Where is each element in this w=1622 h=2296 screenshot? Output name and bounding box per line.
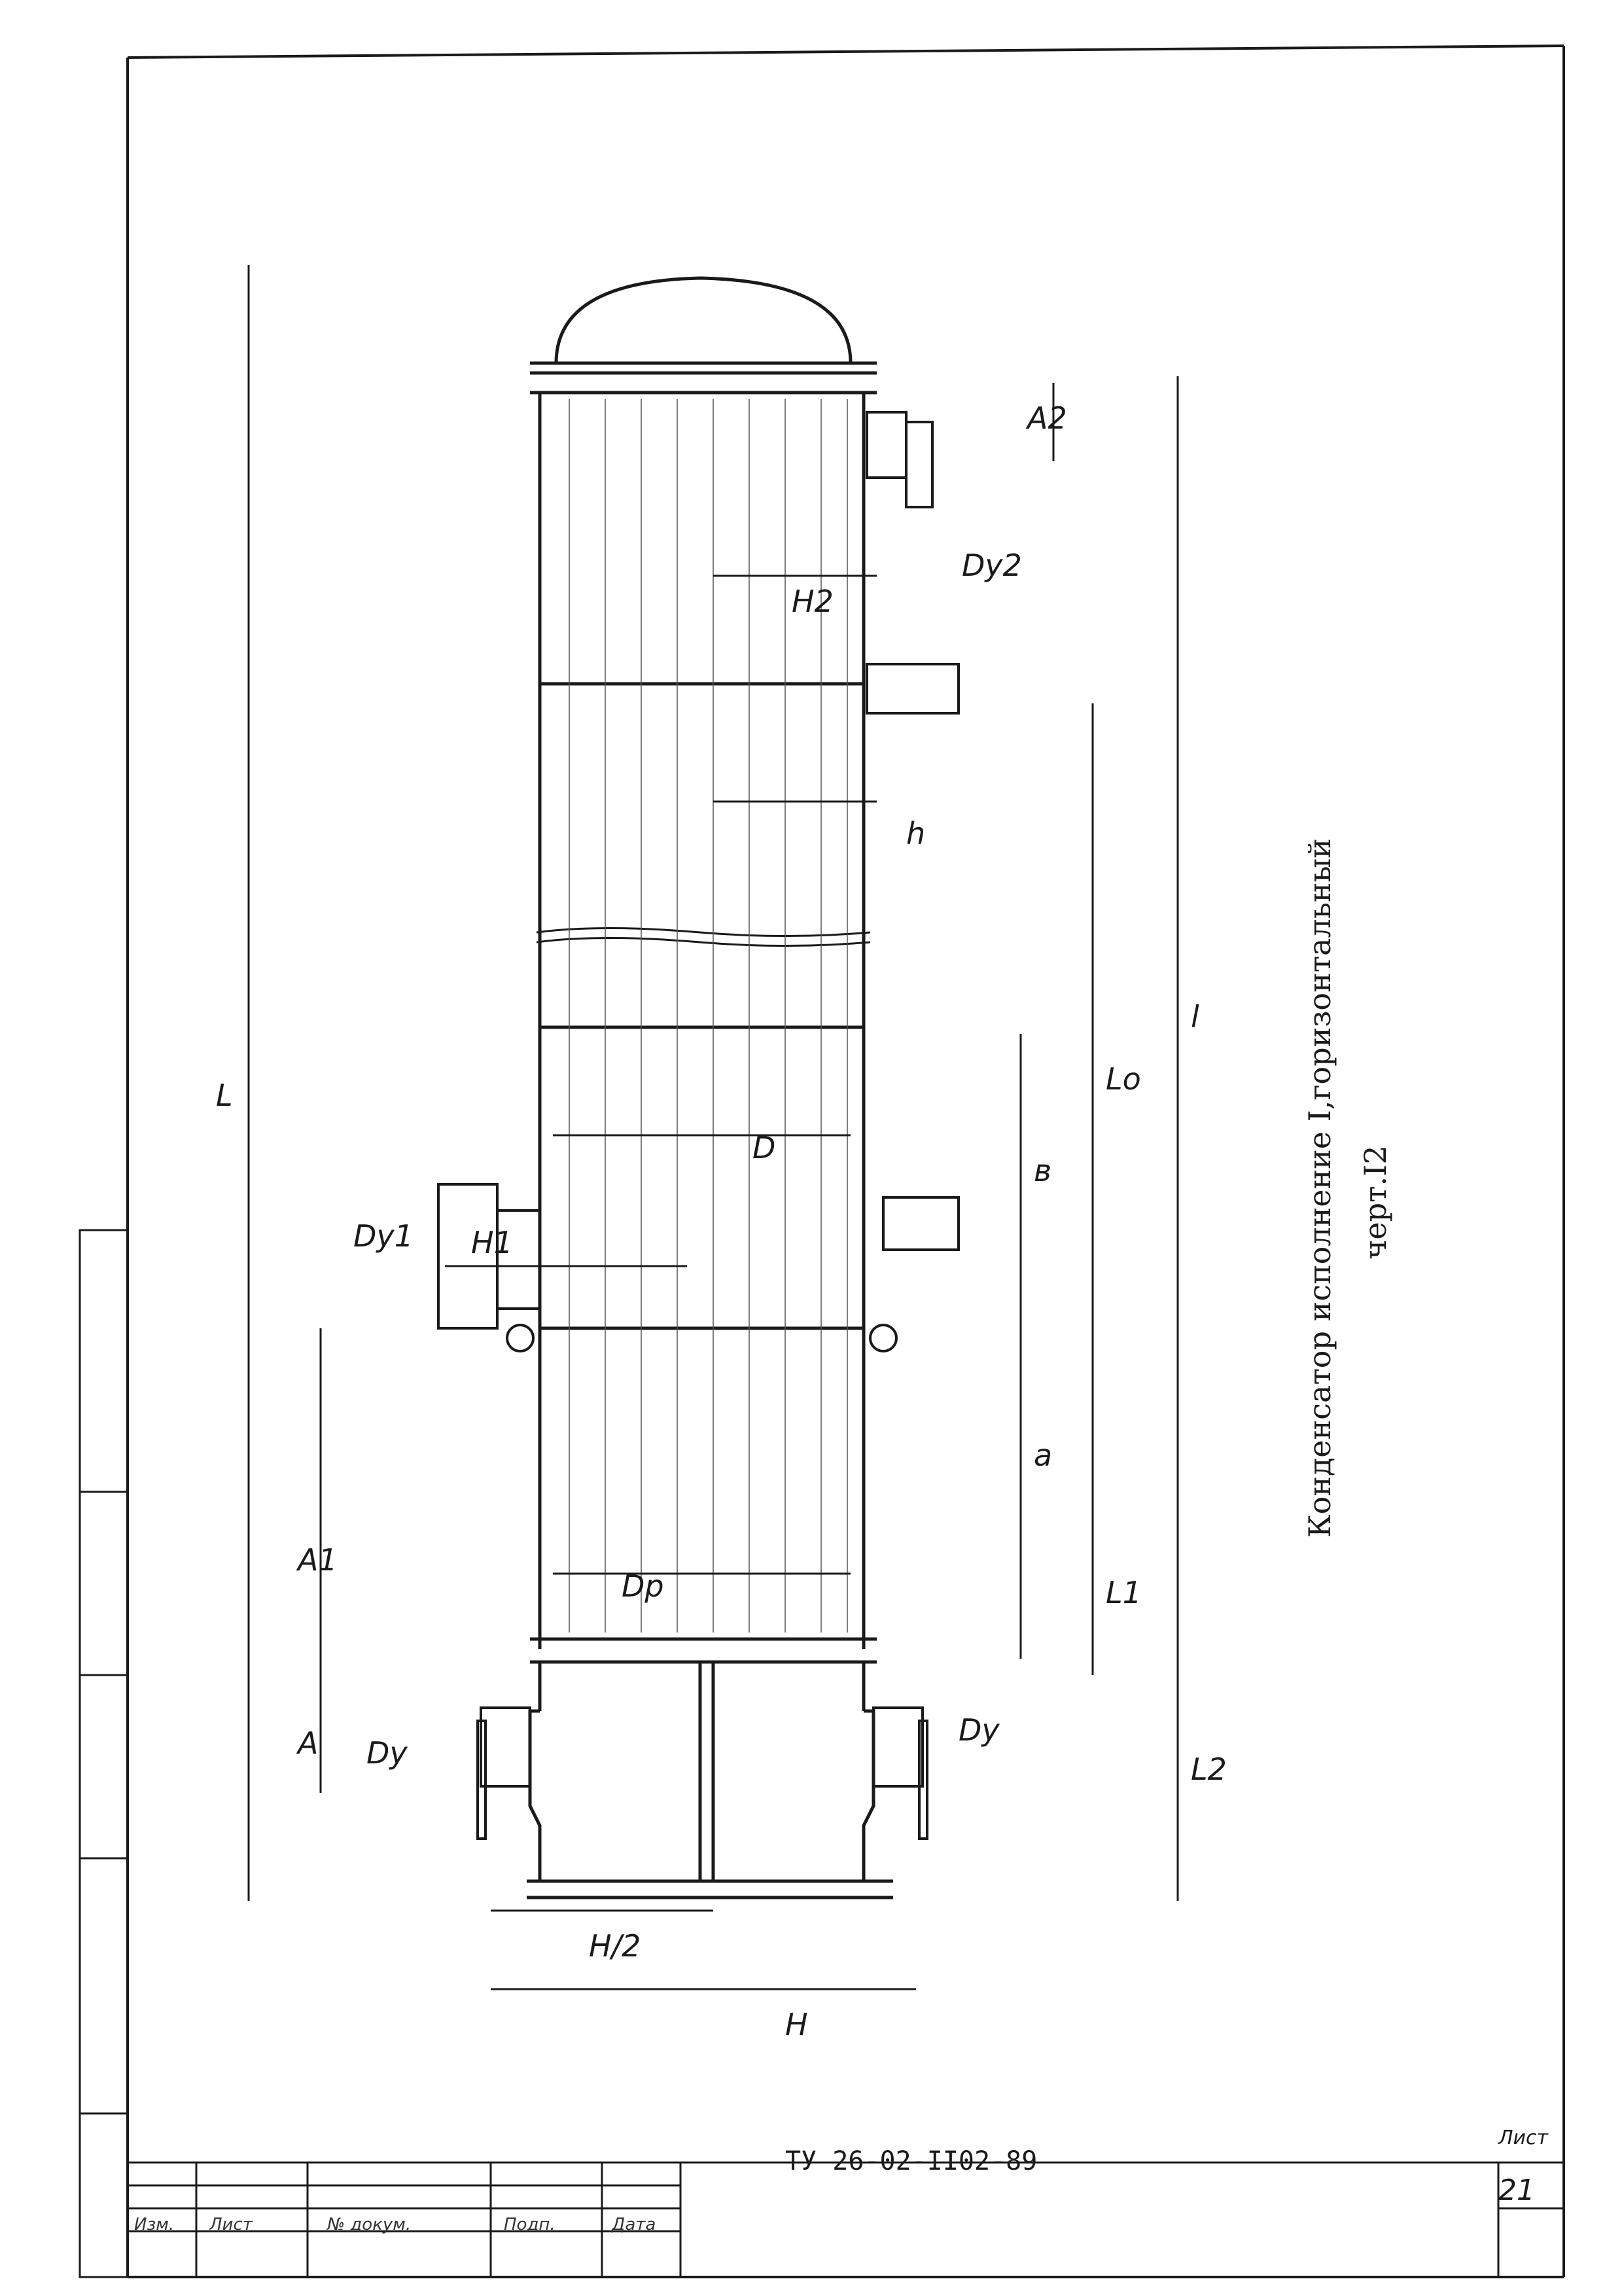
title-block [128, 2161, 1564, 2277]
shell-body [527, 276, 893, 1899]
dim-l2: L2 [1191, 1752, 1227, 1787]
dim-dy2: Dy2 [962, 548, 1022, 583]
dim-b: в [1034, 1153, 1051, 1188]
dim-a: a [1034, 1438, 1052, 1473]
document-code: ТУ 26-02-II02-89 [785, 2146, 1038, 2176]
dim-a2: A2 [1025, 400, 1067, 436]
dim-h1: H1 [471, 1225, 513, 1260]
dim-dp: Dp [622, 1568, 664, 1604]
title-block-col-doc-number: № докум. [327, 2215, 412, 2234]
title-block-col-sheet: Лист [209, 2215, 253, 2234]
dim-l: l [1191, 999, 1199, 1034]
title-block-col-date: Дата [612, 2215, 656, 2234]
nozzles [437, 411, 960, 1840]
title-block-col-signature: Подп. [504, 2215, 555, 2234]
dim-h2: H2 [792, 584, 834, 619]
drawing-number: черт.I2 [1358, 1145, 1393, 1260]
dim-L: L [216, 1078, 233, 1113]
dim-h-half: H/2 [589, 1928, 641, 1964]
dimension-lines [247, 265, 1179, 1990]
dim-dy-left: Dy [366, 1735, 408, 1771]
title-block-col-change: Изм. [134, 2215, 175, 2234]
dim-a-nozzle: A [296, 1725, 318, 1761]
tube-bundle [569, 399, 848, 1633]
dim-small-h: h [906, 816, 925, 851]
dim-dy-right: Dy [959, 1712, 1000, 1748]
dim-a1: A1 [296, 1542, 338, 1578]
dim-l1: L1 [1106, 1575, 1142, 1610]
drawing-frame [79, 44, 1565, 2278]
sheet-number: 21 [1498, 2174, 1535, 2207]
dim-dy1: Dy1 [353, 1218, 414, 1254]
dim-d: D [752, 1130, 775, 1165]
drawing-caption: Конденсатор исполнение I,горизонтальный [1302, 838, 1337, 1538]
sheet-label: Лист [1498, 2127, 1549, 2149]
dim-h: H [785, 2007, 808, 2042]
dim-lo: Lo [1106, 1061, 1141, 1097]
